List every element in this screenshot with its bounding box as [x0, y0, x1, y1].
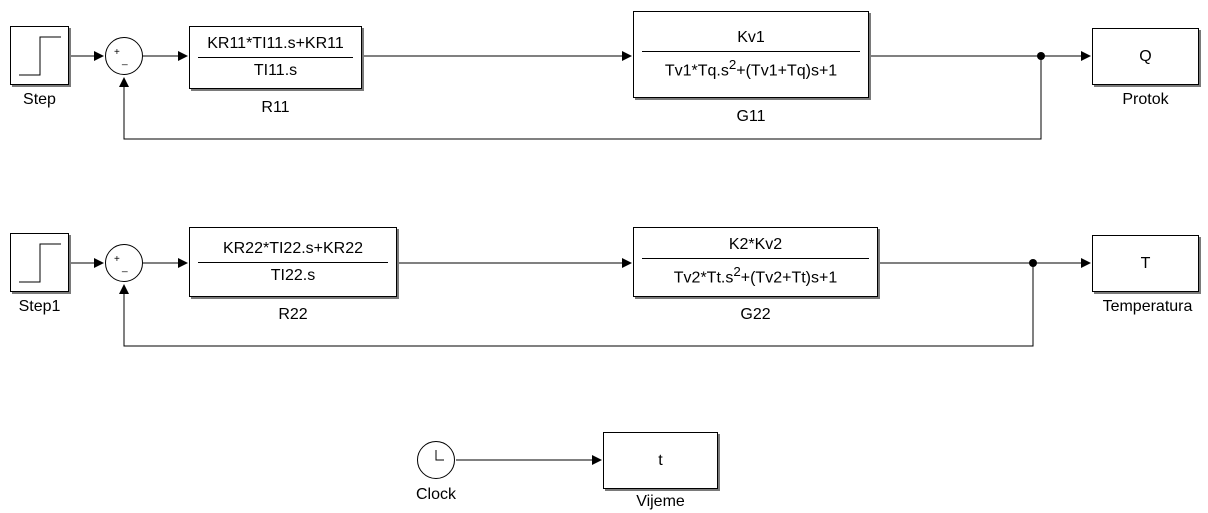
- g22-denominator: Tv2*Tt.s2+(Tv2+Tt)s+1: [673, 264, 838, 287]
- q-scope-block[interactable]: Q: [1092, 28, 1199, 85]
- g11-denominator: Tv1*Tq.s2+(Tv1+Tq)s+1: [664, 56, 838, 80]
- sum-plus-sign: +: [114, 47, 120, 58]
- step-icon: [19, 243, 61, 283]
- t-block-text: T: [1140, 254, 1151, 272]
- g11-numerator: Kv1: [737, 28, 765, 46]
- step-block[interactable]: [10, 26, 69, 85]
- sum-minus-sign: _: [122, 55, 128, 66]
- clock-block[interactable]: [417, 441, 455, 479]
- step1-block[interactable]: [10, 233, 69, 292]
- r22-numerator: KR22*TI22.s+KR22: [222, 239, 364, 257]
- t-time-text: t: [658, 451, 663, 469]
- g11-label: G11: [736, 108, 766, 125]
- t-workspace-block[interactable]: t: [603, 432, 718, 489]
- fraction-bar: [642, 50, 860, 52]
- q-block-text: Q: [1139, 47, 1152, 65]
- g22-label: G22: [740, 306, 771, 323]
- temperatura-label: Temperatura: [1102, 298, 1193, 315]
- r22-block[interactable]: KR22*TI22.s+KR22 TI22.s: [189, 227, 397, 297]
- sum-plus-sign: +: [114, 254, 120, 265]
- sum-junction-2[interactable]: + _: [105, 244, 143, 282]
- clock-icon: [435, 450, 444, 461]
- branch-point-2: [1029, 259, 1037, 267]
- feedback-loop2: [119, 263, 1034, 347]
- r22-label: R22: [278, 306, 308, 323]
- step1-label: Step1: [18, 298, 61, 315]
- fraction-bar: [198, 261, 388, 263]
- vijeme-label: Vijeme: [636, 493, 685, 510]
- branch-point-1: [1037, 52, 1045, 60]
- sum-minus-sign: _: [122, 262, 128, 273]
- r11-label: R11: [261, 99, 290, 116]
- step-label: Step: [23, 91, 56, 108]
- fraction-bar: [198, 57, 353, 58]
- g22-numerator: K2*Kv2: [728, 236, 783, 254]
- step-icon: [19, 36, 61, 76]
- t-scope-block[interactable]: T: [1092, 235, 1199, 292]
- sum-junction-1[interactable]: + _: [105, 37, 143, 75]
- feedback-loop1: [119, 56, 1042, 140]
- r22-denominator: TI22.s: [270, 266, 316, 284]
- fraction-bar: [642, 258, 869, 260]
- r11-numerator: KR11*TI11.s+KR11: [207, 35, 344, 52]
- r11-denominator: TI11.s: [253, 62, 298, 79]
- clock-label: Clock: [415, 486, 456, 503]
- g11-block[interactable]: Kv1 Tv1*Tq.s2+(Tv1+Tq)s+1: [633, 11, 869, 98]
- r11-block[interactable]: KR11*TI11.s+KR11 TI11.s: [189, 26, 362, 89]
- protok-label: Protok: [1122, 91, 1169, 108]
- g22-block[interactable]: K2*Kv2 Tv2*Tt.s2+(Tv2+Tt)s+1: [633, 227, 878, 297]
